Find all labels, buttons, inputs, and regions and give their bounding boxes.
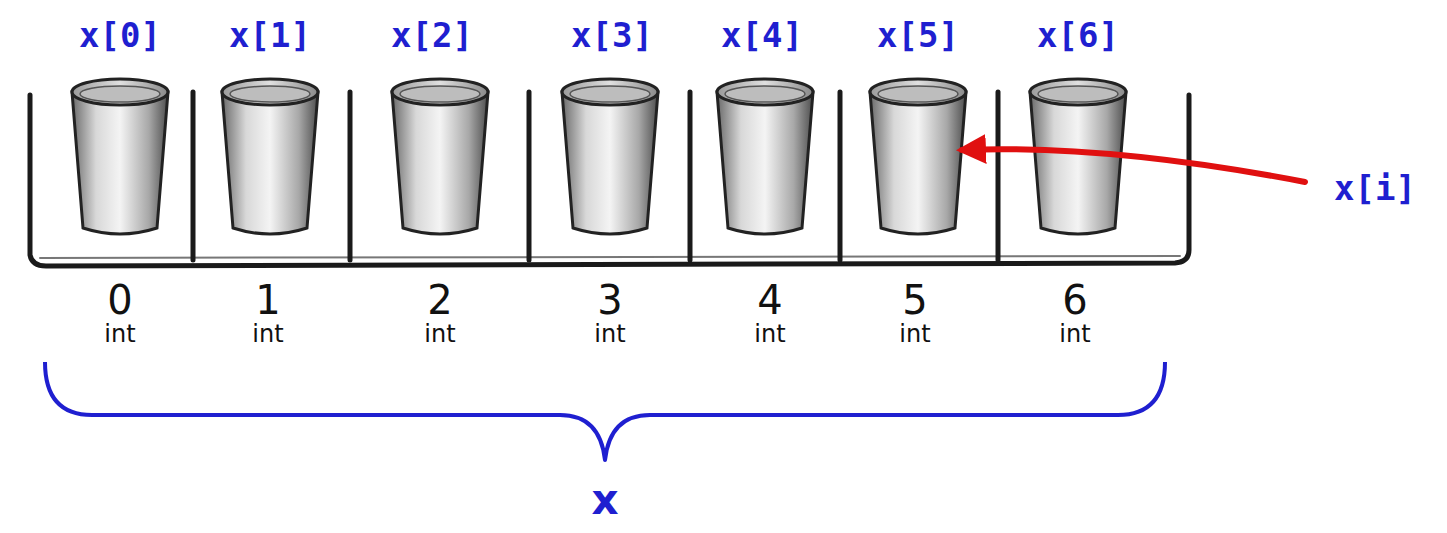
index-number: 2	[427, 280, 452, 320]
type-label: int	[424, 322, 455, 346]
type-label: int	[1059, 322, 1090, 346]
element-name: x[3]	[571, 18, 653, 52]
type-label: int	[899, 322, 930, 346]
index-number: 4	[757, 280, 782, 320]
index-number: 6	[1062, 280, 1087, 320]
index-number: 0	[107, 280, 132, 320]
pointer-arrow	[962, 149, 1305, 182]
index-number: 3	[597, 280, 622, 320]
element-name: x[1]	[229, 18, 311, 52]
element-name: x[4]	[721, 18, 803, 52]
type-label: int	[104, 322, 135, 346]
type-label: int	[754, 322, 785, 346]
element-name: x[5]	[877, 18, 959, 52]
element-name: x[6]	[1037, 18, 1119, 52]
index-number: 5	[902, 280, 927, 320]
element-name: x[2]	[391, 18, 473, 52]
type-label: int	[594, 322, 625, 346]
element-name: x[i]	[1334, 171, 1416, 205]
type-label: int	[252, 322, 283, 346]
index-number: 1	[255, 280, 280, 320]
array-brace	[45, 362, 1165, 460]
cups	[72, 79, 1126, 234]
element-name: x[0]	[79, 18, 161, 52]
array-name: x	[591, 479, 618, 521]
